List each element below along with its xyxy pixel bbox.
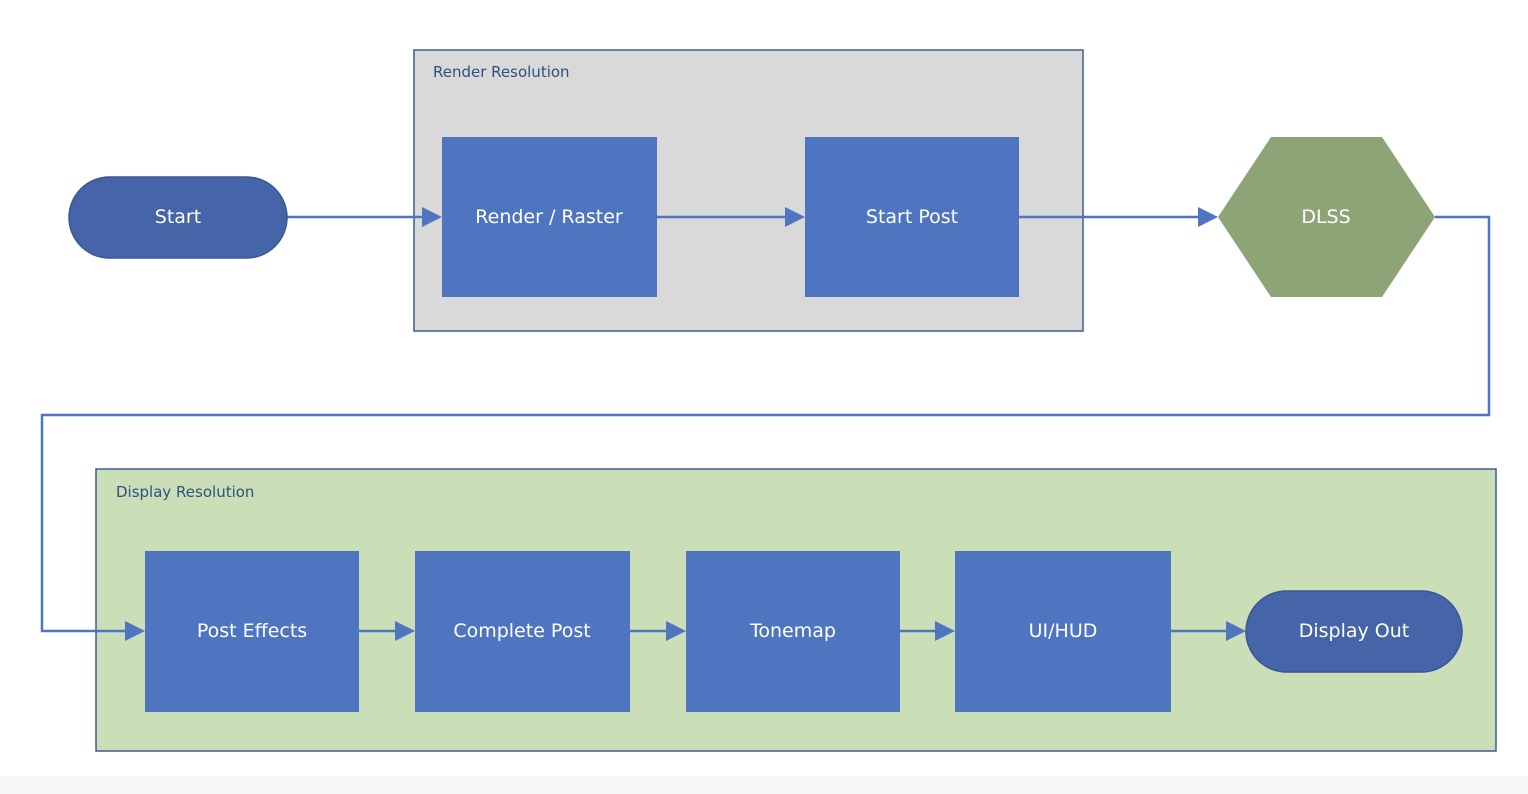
tonemap-process-box [686, 551, 900, 712]
node-post-effects: Post Effects [145, 551, 359, 712]
arrowhead-display-out [1226, 621, 1246, 641]
complete-post-label: Complete Post [453, 620, 590, 642]
complete-post-process-box [415, 551, 630, 712]
display-resolution-group-label: Display Resolution [116, 483, 254, 501]
dlss-label: DLSS [1301, 206, 1350, 228]
flowchart-diagram: Render Resolution Display Resolution [40, 49, 1497, 752]
start-post-label: Start Post [866, 206, 958, 228]
arrowhead-start-post [785, 207, 805, 227]
node-complete-post: Complete Post [415, 551, 630, 712]
start-post-process-box [805, 137, 1019, 297]
arrowhead-ui-hud [935, 621, 955, 641]
render-raster-process-box [442, 137, 657, 297]
connectors [40, 207, 1491, 641]
display-out-label: Display Out [1299, 620, 1410, 642]
arrowhead-tonemap [666, 621, 686, 641]
node-start-post: Start Post [805, 137, 1019, 297]
start-label: Start [155, 206, 201, 228]
arrowhead-complete-post [395, 621, 415, 641]
node-ui-hud: UI/HUD [955, 551, 1171, 712]
post-effects-process-box [145, 551, 359, 712]
ui-hud-process-box [955, 551, 1171, 712]
node-display-out: Display Out [1245, 590, 1463, 673]
start-terminator-shape [68, 176, 288, 259]
display-out-terminator-shape [1245, 590, 1463, 673]
node-render-raster: Render / Raster [442, 137, 657, 297]
post-effects-label: Post Effects [197, 620, 307, 642]
arrowhead-post-effects [125, 621, 145, 641]
node-tonemap: Tonemap [686, 551, 900, 712]
dlss-hexagon-shape [1218, 137, 1435, 297]
arrowhead-dlss [1198, 207, 1218, 227]
render-raster-label: Render / Raster [475, 206, 623, 228]
bottom-strip [0, 776, 1528, 794]
node-start: Start [68, 176, 288, 259]
node-dlss: DLSS [1218, 137, 1435, 297]
ui-hud-label: UI/HUD [1029, 620, 1098, 642]
arrowhead-render-raster [422, 207, 442, 227]
edge-dlss-to-post-effects [40, 215, 1491, 633]
tonemap-label: Tonemap [749, 620, 836, 642]
render-resolution-group-label: Render Resolution [433, 63, 570, 81]
